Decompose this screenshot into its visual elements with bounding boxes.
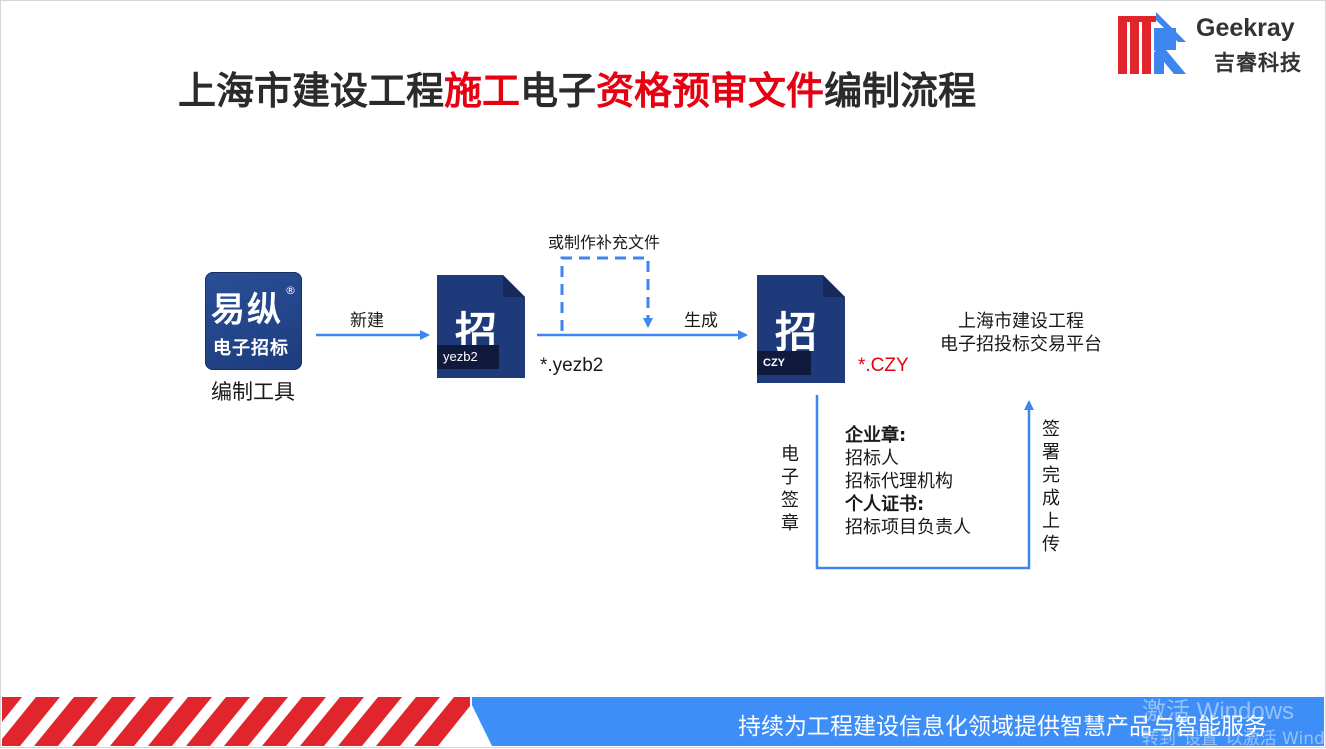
file-glyph: 招: [775, 308, 818, 357]
arrow-supplement: [560, 256, 653, 331]
file-ext-badge: yezb2: [437, 345, 499, 369]
seal-item: 招标代理机构: [845, 471, 953, 492]
seal-item: 招标人: [845, 448, 899, 469]
new-label: 新建: [350, 311, 384, 331]
logo-name-en: Geekray: [1196, 14, 1295, 42]
yezb2-file-icon: 招 yezb2: [437, 275, 525, 378]
enterprise-seal-heading: 企业章:: [845, 425, 907, 446]
tool-icon-line2: 电子招标: [213, 338, 289, 359]
arrow-sign-upload: [815, 395, 1034, 570]
title-part2: 施工: [444, 69, 521, 113]
easy-bid-app-icon: 易纵 ® 电子招标: [205, 272, 302, 370]
trading-platform: 上海市建设工程 电子招投标交易平台: [940, 310, 1102, 356]
activation-watermark-sub: 转到"设置"以激活 Windows。: [1142, 729, 1326, 749]
registered-mark: ®: [285, 284, 296, 297]
title-part3: 电子: [520, 69, 597, 113]
platform-line1: 上海市建设工程: [958, 311, 1084, 332]
czy-caption: *.CZY: [858, 355, 909, 376]
seal-list: 企业章: 招标人 招标代理机构 个人证书: 招标项目负责人: [845, 424, 971, 539]
yezb2-caption: *.yezb2: [540, 355, 604, 376]
activation-watermark: 激活 Windows: [1142, 698, 1295, 725]
seal-item: 招标项目负责人: [845, 517, 971, 538]
file-ext-badge: CZY: [757, 351, 811, 375]
footer-slogan: 持续为工程建设信息化领域提供智慧产品与智能服务: [738, 714, 1267, 740]
title-part5: 编制流程: [824, 69, 977, 113]
tool-icon-line1: 易纵: [211, 290, 283, 330]
tool-label: 编制工具: [211, 380, 295, 404]
geekray-logo-icon: [1118, 12, 1186, 74]
title-part1: 上海市建设工程: [178, 69, 445, 113]
e-signature-label: 电子签章: [781, 444, 799, 534]
title-part4: 资格预审文件: [596, 69, 825, 113]
upload-label: 签署完成上传: [1042, 419, 1060, 555]
platform-line2: 电子招投标交易平台: [940, 334, 1102, 355]
page-title: 上海市建设工程施工电子资格预审文件编制流程: [178, 60, 976, 115]
footer-band: [2, 697, 1324, 746]
personal-cert-heading: 个人证书:: [845, 494, 925, 515]
generate-label: 生成: [684, 311, 718, 331]
czy-file-icon: 招 CZY: [757, 275, 845, 383]
supplement-label: 或制作补充文件: [548, 233, 661, 252]
logo-name-cn: 吉睿科技: [1214, 51, 1302, 75]
